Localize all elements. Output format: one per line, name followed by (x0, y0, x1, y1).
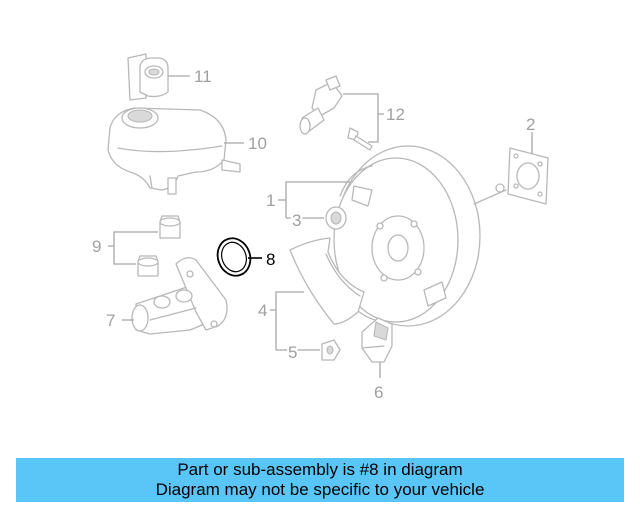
retaining-nut (321, 339, 341, 361)
callout-1: 1 (266, 191, 275, 210)
banner-line-1: Part or sub-assembly is #8 in diagram (177, 460, 463, 479)
vacuum-sensor (299, 75, 343, 135)
callout-2: 2 (526, 115, 535, 134)
callout-3: 3 (292, 211, 301, 230)
fluid-reservoir (107, 107, 241, 195)
reservoir-grommet-lower (137, 255, 159, 277)
parts-diagram: 11 10 12 2 (92, 53, 549, 402)
reservoir-cap (127, 53, 169, 101)
callout-10: 10 (248, 134, 267, 153)
heat-shield (289, 237, 365, 325)
booster-gasket (507, 147, 549, 205)
callout-12: 12 (386, 105, 405, 124)
callout-4: 4 (258, 301, 267, 320)
callout-7: 7 (106, 311, 115, 330)
callout-5: 5 (288, 343, 297, 362)
banner-line-2: Diagram may not be specific to your vehi… (155, 480, 485, 499)
brake-booster (333, 145, 507, 327)
o-ring-seal (216, 237, 252, 277)
mounting-bracket (361, 317, 393, 363)
callout-6: 6 (374, 383, 383, 402)
callout-11: 11 (194, 67, 212, 86)
reservoir-grommet-upper (159, 215, 181, 239)
sensor-bolt (347, 127, 373, 151)
info-banner: Part or sub-assembly is #8 in diagram Di… (16, 458, 624, 502)
booster-grommet (325, 206, 347, 230)
master-cylinder (131, 257, 228, 335)
callout-9: 9 (92, 237, 101, 256)
callout-8: 8 (266, 250, 275, 269)
